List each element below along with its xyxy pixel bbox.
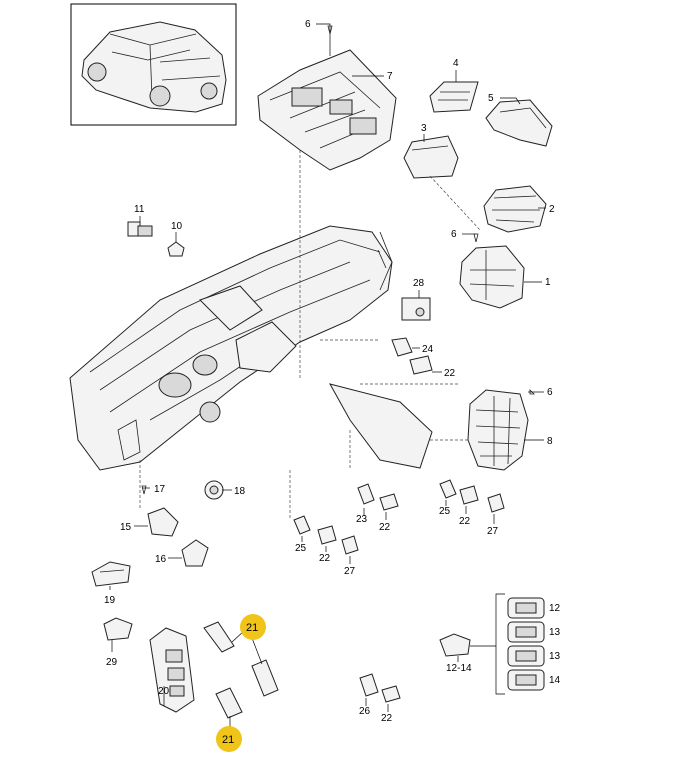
part-21-switch-c [215, 687, 243, 719]
part-3-cover [403, 135, 459, 179]
callout-16[interactable]: 16 [155, 554, 167, 565]
callout-18[interactable]: 18 [234, 486, 246, 497]
part-12-14-switch [439, 633, 471, 657]
part-21-switch-a [203, 621, 235, 653]
callout-22-d[interactable]: 22 [459, 516, 471, 527]
callout-14[interactable]: 14 [549, 675, 561, 686]
callout-19[interactable]: 19 [104, 595, 116, 606]
part-27-bulb-a [341, 535, 359, 555]
fasteners [141, 25, 535, 495]
part-25-holder-a [293, 515, 311, 535]
part-21-switch-b [251, 659, 279, 697]
highlight-21-lower [216, 726, 242, 752]
callout-25-b[interactable]: 25 [439, 506, 451, 517]
callout-22-a[interactable]: 22 [444, 368, 456, 379]
part-29-clip [103, 617, 133, 641]
part-26-holder [359, 673, 379, 697]
part-8-switch-panel [467, 389, 529, 471]
part-16-cover [181, 539, 209, 567]
callout-29[interactable]: 29 [106, 657, 118, 668]
callout-22-c[interactable]: 22 [319, 553, 331, 564]
part-22-bulb-b [379, 493, 399, 511]
guide-lines [139, 150, 481, 520]
part-5-tray [485, 99, 553, 147]
callout-22-b[interactable]: 22 [379, 522, 391, 533]
switch-variants-box [470, 593, 545, 695]
callout-23[interactable]: 23 [356, 514, 368, 525]
callout-13-b[interactable]: 13 [549, 651, 561, 662]
callout-7[interactable]: 7 [387, 71, 393, 82]
part-2-vent [483, 185, 547, 233]
callout-1[interactable]: 1 [545, 277, 551, 288]
callout-6-top[interactable]: 6 [305, 19, 311, 30]
part-11-sensor [127, 221, 153, 237]
callout-17[interactable]: 17 [154, 484, 166, 495]
callout-5[interactable]: 5 [488, 93, 494, 104]
callout-6-mid[interactable]: 6 [451, 229, 457, 240]
callout-21-upper[interactable]: 21 [246, 622, 258, 634]
callout-12-14[interactable]: 12-14 [446, 663, 472, 674]
part-27-bulb-b [487, 493, 505, 513]
part-10-plug [167, 241, 185, 257]
part-22-bulb-c [317, 525, 337, 545]
callout-8[interactable]: 8 [547, 436, 553, 447]
callout-labels: 6 7 4 5 3 2 6 1 11 10 28 24 22 6 8 17 18… [104, 19, 561, 746]
callout-3[interactable]: 3 [421, 123, 427, 134]
callout-12[interactable]: 12 [549, 603, 561, 614]
callout-27-a[interactable]: 27 [344, 566, 356, 577]
part-15-bracket [147, 507, 179, 537]
callout-13-a[interactable]: 13 [549, 627, 561, 638]
part-7-center-console-upper [257, 49, 397, 171]
vehicle-thumbnail [70, 3, 237, 126]
part-28-switch [401, 297, 431, 321]
callout-21-lower[interactable]: 21 [222, 734, 234, 746]
callout-26[interactable]: 26 [359, 706, 371, 717]
part-19-switch-block [91, 561, 131, 587]
callout-10[interactable]: 10 [171, 221, 183, 232]
part-22-bulb-e [381, 685, 401, 703]
part-20-switch-panel [149, 627, 195, 713]
callout-4[interactable]: 4 [453, 58, 459, 69]
part-22-bulb-d [459, 485, 479, 505]
callout-22-e[interactable]: 22 [381, 713, 393, 724]
callout-6-right[interactable]: 6 [547, 387, 553, 398]
highlight-markers [216, 614, 266, 752]
callout-25-a[interactable]: 25 [295, 543, 307, 554]
dashboard-assembly [69, 225, 433, 471]
callout-15[interactable]: 15 [120, 522, 132, 533]
part-24-bracket [391, 337, 413, 357]
callout-24[interactable]: 24 [422, 344, 434, 355]
callout-2[interactable]: 2 [549, 204, 555, 215]
part-25-holder-b [439, 479, 457, 499]
part-23-holder [357, 483, 375, 505]
callout-28[interactable]: 28 [413, 278, 425, 289]
callout-11[interactable]: 11 [134, 204, 145, 215]
part-18-knob [204, 480, 224, 500]
part-22-bulb-a [409, 355, 433, 375]
callout-20[interactable]: 20 [158, 686, 170, 697]
callout-27-b[interactable]: 27 [487, 526, 499, 537]
part-1-housing [459, 245, 525, 309]
part-4-pad [429, 81, 479, 113]
highlight-21-upper [240, 614, 266, 640]
